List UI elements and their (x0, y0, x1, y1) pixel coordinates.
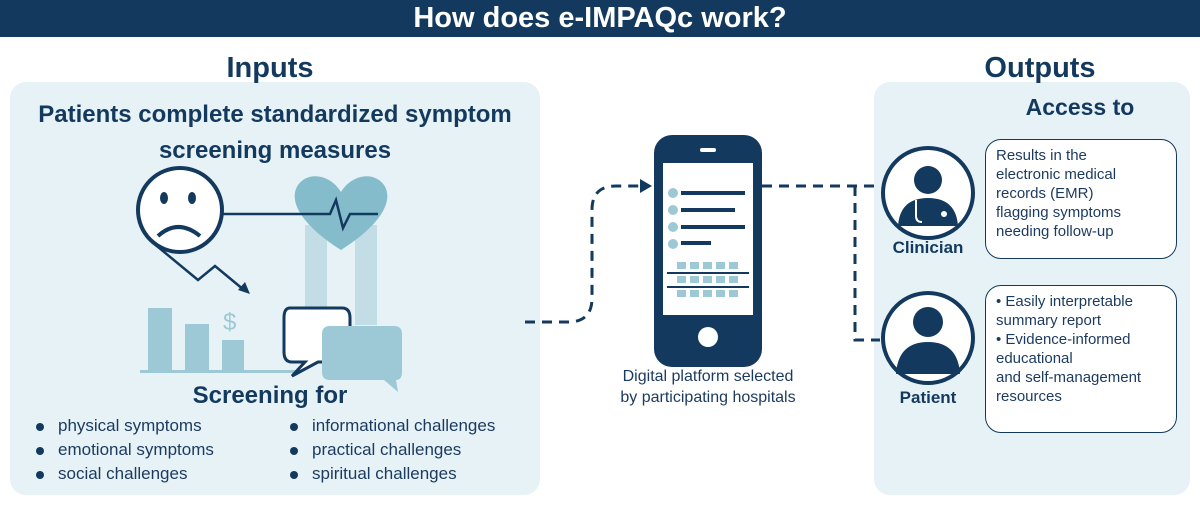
bar-chart-icon: $ (140, 308, 300, 373)
connector-inputs-to-platform (525, 184, 640, 324)
screening-item-5: practical challenges (289, 440, 462, 459)
screening-heading: Screening for (192, 382, 348, 409)
patient-output-line: educational (996, 350, 1073, 367)
trend-arrow-icon (151, 241, 245, 291)
patient-label: Patient (899, 388, 957, 407)
platform-caption: Digital platform selected by participati… (590, 366, 826, 408)
patient-output-line: • Easily interpretable (996, 293, 1133, 310)
patient-output-line: • Evidence-informed (996, 331, 1131, 348)
patient-avatar-icon (881, 291, 975, 385)
clinician-output-line: Results in the (996, 147, 1087, 164)
inputs-panel (10, 82, 540, 495)
clinician-output-line: needing follow-up (996, 223, 1114, 240)
clinician-avatar-icon (881, 146, 975, 240)
screening-item-6: spiritual challenges (290, 464, 457, 483)
screening-item-3: social challenges (35, 464, 188, 483)
clinician-output-line: records (EMR) (996, 185, 1094, 202)
clinician-label: Clinician (892, 238, 964, 257)
inputs-heading: Inputs (226, 52, 314, 84)
outputs-subheading: Access to (1025, 94, 1135, 120)
screening-item-2: emotional symptoms (36, 440, 214, 459)
patient-output-line: resources (996, 388, 1062, 405)
patient-output-line: summary report (996, 312, 1102, 329)
platform-caption-line2: by participating hospitals (620, 389, 796, 406)
patient-output-line: and self-management (996, 369, 1142, 386)
clinician-output-line: electronic medical (996, 166, 1117, 183)
inputs-subheading-line2: screening measures (158, 137, 392, 164)
sad-face-icon (136, 166, 224, 254)
outputs-heading: Outputs (984, 52, 1096, 84)
clinician-output-line: flagging symptoms (996, 204, 1122, 221)
page-title: How does e-IMPAQc work? (413, 2, 787, 34)
title-banner: How does e-IMPAQc work? (0, 0, 1200, 37)
screening-item-4: informational challenges (289, 416, 496, 435)
speech-bubbles-icon (282, 306, 402, 392)
connector-platform-to-outputs (762, 184, 880, 342)
platform-caption-line1: Digital platform selected (622, 368, 794, 385)
inputs-subheading-line1: Patients complete standardized symptom (38, 101, 512, 128)
phone-icon (654, 135, 762, 367)
patient-output-box: • Easily interpretable summary report • … (985, 285, 1177, 433)
dollar-sign-icon: $ (223, 309, 236, 336)
clinician-output-box: Results in the electronic medical record… (985, 139, 1177, 259)
screening-item-1: physical symptoms (36, 416, 202, 435)
